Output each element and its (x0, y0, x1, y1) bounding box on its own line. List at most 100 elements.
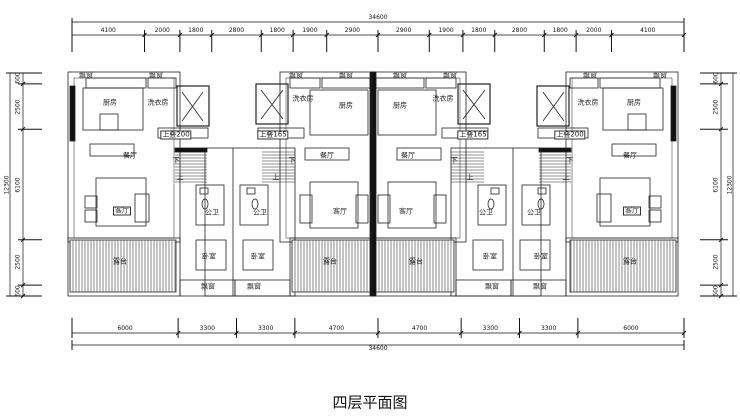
dimension-line (375, 330, 381, 336)
laundry-label: 洗衣房 (432, 94, 454, 103)
dimension-line (460, 32, 466, 38)
dimension-label: 600 (712, 72, 720, 85)
dimension-label: 3300 (482, 325, 498, 332)
dimension-label: 600 (712, 284, 720, 297)
dimension-line (175, 330, 181, 336)
bathroom-label: 公卫 (253, 208, 267, 217)
dimension-label: 2500 (712, 254, 720, 271)
dimension-line (20, 282, 26, 288)
dimension-line (681, 32, 687, 38)
total-width-label: 34600 (368, 345, 388, 352)
bathroom-label: 公卫 (205, 208, 219, 217)
stair-up-label: 上 (562, 173, 570, 182)
dimension-line (20, 126, 26, 132)
dimension-line (492, 32, 498, 38)
stair-down-label: 下 (172, 156, 180, 165)
dimension-label: 2900 (344, 27, 360, 34)
stair-down-label: 下 (450, 156, 458, 165)
dimension-line (234, 330, 239, 336)
dimension-line (375, 32, 381, 38)
bay-window-label: 飘窗 (289, 71, 303, 80)
dimension-label: 2500 (14, 98, 22, 115)
bay-window-label: 飘窗 (79, 71, 93, 80)
dimension-label: 4700 (411, 325, 428, 332)
dimension-line (20, 293, 26, 299)
dimension-line (718, 282, 724, 288)
dimension-label: 2800 (228, 27, 245, 34)
dimension-line (609, 32, 614, 38)
stair-note-label: 上叠165 (257, 130, 289, 140)
dimension-label: 2900 (396, 27, 412, 34)
kitchen-label: 厨房 (339, 101, 353, 110)
bay-window-label: 飘窗 (393, 71, 407, 80)
total-depth-label: 12300 (3, 174, 11, 195)
bay-window-label: 飘窗 (339, 71, 353, 80)
bedroom-label: 卧室 (202, 252, 216, 261)
bay-window-label: 飘窗 (201, 282, 215, 291)
bedroom-label: 卧室 (251, 252, 265, 261)
dimension-label: 6000 (623, 325, 639, 332)
kitchen-label: 厨房 (103, 98, 117, 107)
dimension-label: 4100 (100, 27, 116, 34)
dimension-label: 6100 (712, 176, 720, 193)
total-depth-label: 12300 (726, 174, 734, 195)
dimension-line (209, 32, 215, 38)
dimension-label: 2800 (511, 27, 528, 34)
bay-window-label: 飘窗 (247, 282, 261, 291)
dimension-label: 6000 (117, 325, 133, 332)
dimension-line (142, 32, 147, 38)
dimension-line (177, 32, 183, 38)
terrace-label: 露台 (113, 257, 127, 266)
dimension-line (20, 237, 26, 243)
terrace-label: 露台 (323, 257, 337, 266)
dimension-label: 600 (14, 72, 22, 85)
dimension-line (517, 330, 522, 336)
dimension-label: 1800 (188, 27, 204, 34)
living-label: 客厅 (623, 206, 641, 216)
total-width-label: 34600 (368, 14, 388, 21)
dimension-line (718, 293, 724, 299)
dimension-line (258, 32, 264, 38)
dimension-label: 2500 (712, 98, 720, 115)
dimension-label: 1800 (269, 27, 285, 34)
dimension-label: 2500 (14, 254, 22, 271)
dimension-line (541, 32, 547, 38)
bedroom-label: 卧室 (483, 252, 497, 261)
dimension-label: 3300 (541, 325, 557, 332)
dimension-line (458, 330, 464, 336)
living-label: 客厅 (399, 207, 413, 216)
kitchen-label: 厨房 (627, 98, 641, 107)
dimension-label: 1900 (438, 27, 454, 34)
dimension-label: 1800 (552, 27, 568, 34)
dimension-label: 6100 (14, 176, 22, 193)
stair-up-label: 上 (466, 173, 474, 182)
dining-label: 餐厅 (123, 151, 137, 160)
laundry-label: 洗衣房 (577, 98, 599, 107)
stair-down-label: 下 (566, 156, 574, 165)
stair-up-label: 上 (272, 173, 280, 182)
dimension-label: 3300 (199, 325, 215, 332)
stair-up-label: 上 (176, 173, 184, 182)
dimension-line (718, 81, 724, 87)
terrace-label: 露台 (409, 257, 423, 266)
stair-note-label: 上叠200 (160, 130, 192, 140)
dining-label: 餐厅 (401, 151, 415, 160)
bay-window-label: 飘窗 (443, 71, 457, 80)
stair-down-label: 下 (288, 156, 296, 165)
dimension-lines (6, 18, 737, 350)
laundry-label: 洗衣房 (292, 94, 314, 103)
dimension-line (290, 32, 296, 38)
dimension-line (426, 32, 432, 38)
dimension-line (292, 330, 298, 336)
dimension-line (681, 330, 687, 336)
dimension-line (575, 330, 581, 336)
living-label: 客厅 (113, 206, 131, 216)
dimension-label: 3300 (258, 325, 274, 332)
dimension-label: 1800 (471, 27, 487, 34)
bay-window-label: 飘窗 (653, 71, 667, 80)
dimension-line (20, 81, 26, 87)
bay-window-label: 飘窗 (533, 282, 547, 291)
bay-window-label: 飘窗 (583, 71, 597, 80)
